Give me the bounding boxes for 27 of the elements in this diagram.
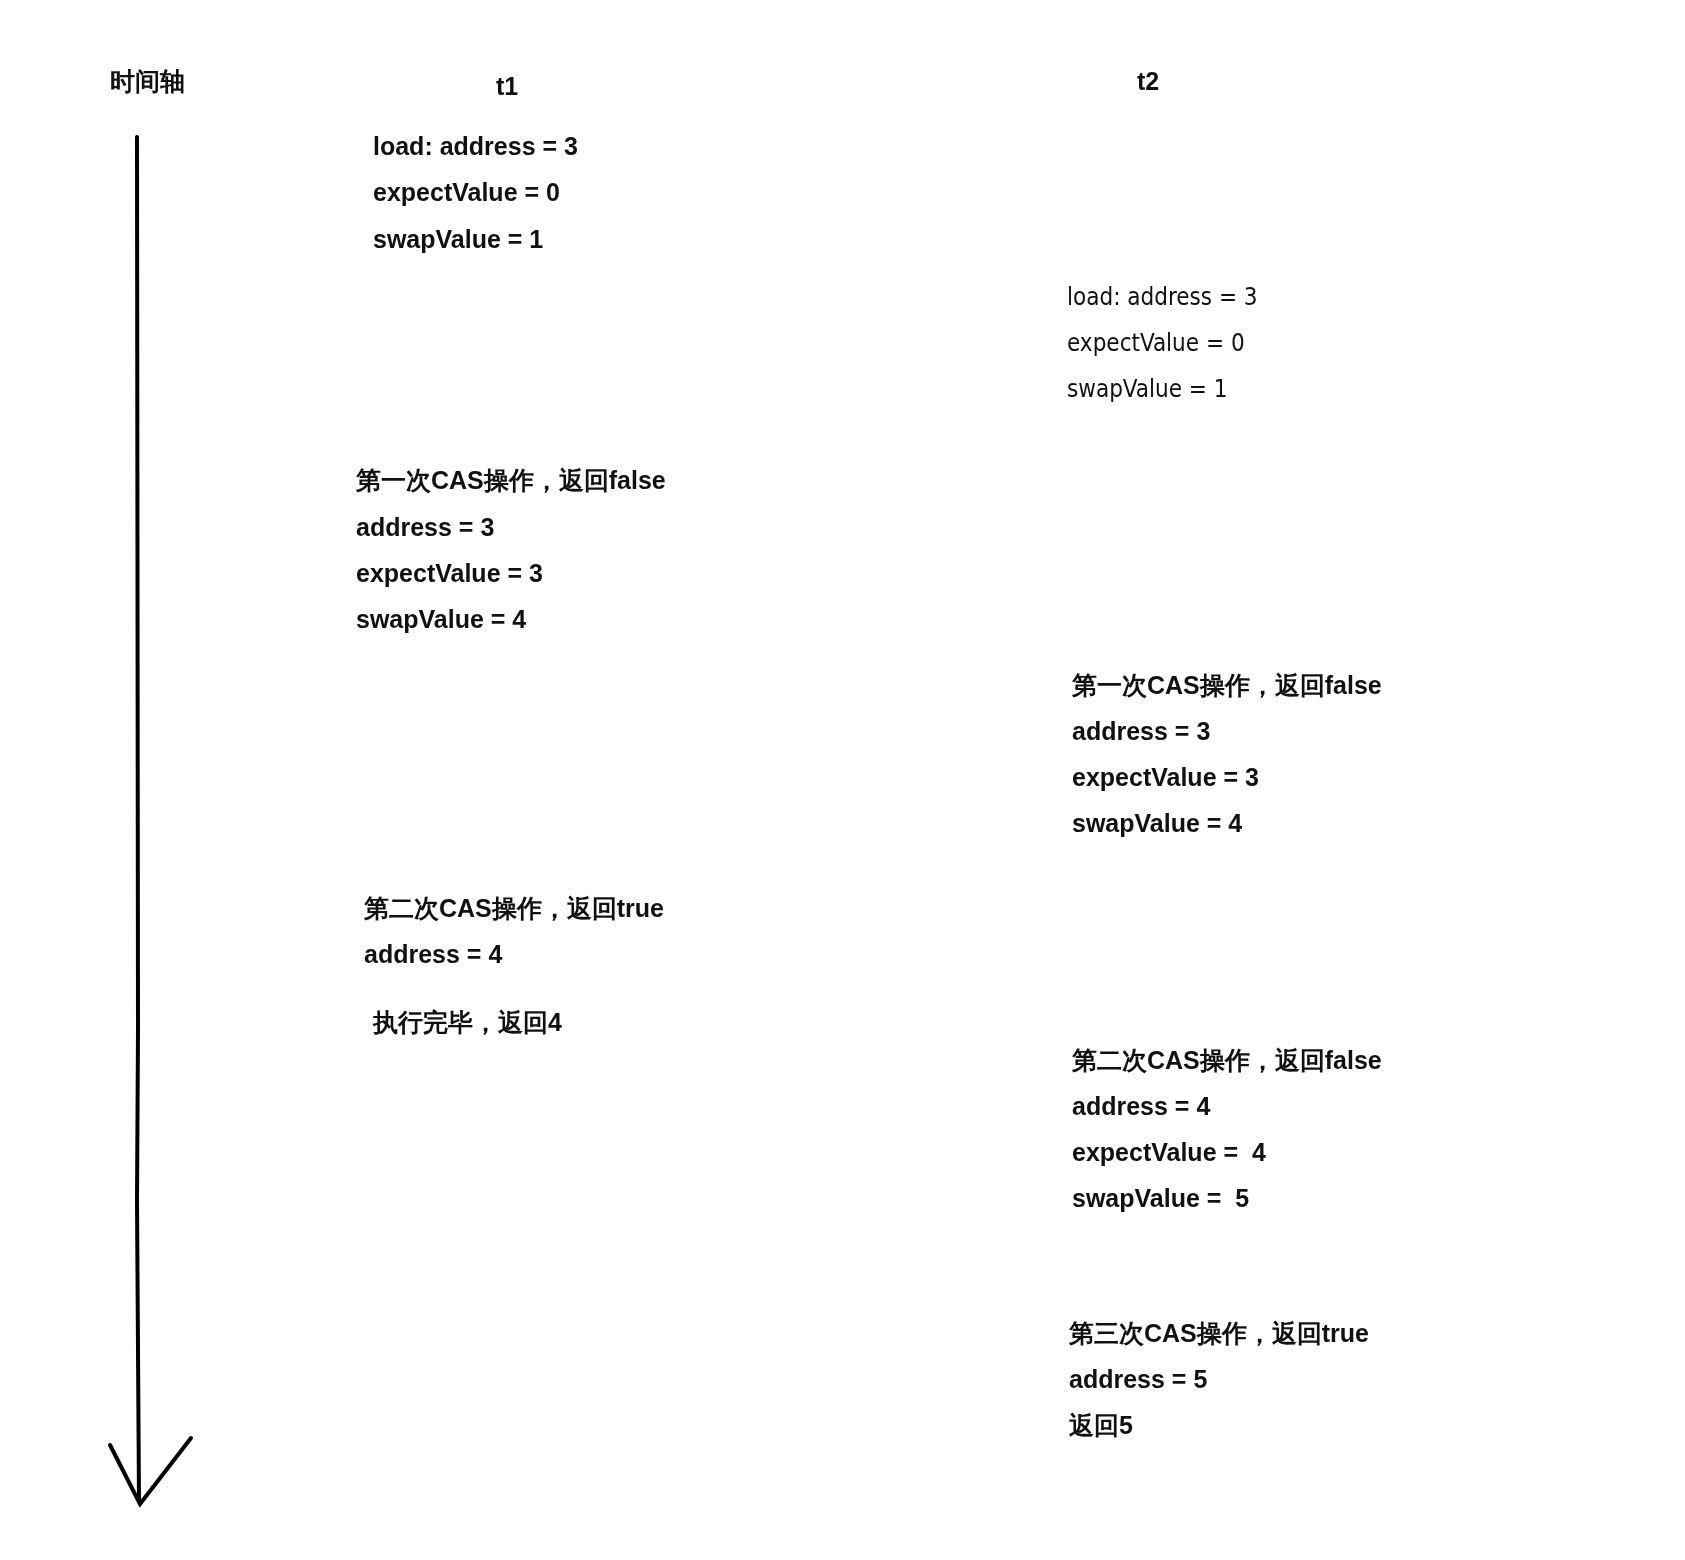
thread-heading: t1 <box>496 71 519 101</box>
step-text: 返回5 <box>1069 1410 1133 1440</box>
step-text: 第一次CAS操作，返回false <box>1072 670 1382 700</box>
step-text: swapValue = 4 <box>1072 808 1243 838</box>
step-text: expectValue = 0 <box>1067 328 1245 358</box>
step-text: load: address = 3 <box>1067 282 1258 312</box>
step-text: swapValue = 1 <box>373 224 544 254</box>
step-text: swapValue = 5 <box>1072 1183 1250 1213</box>
axis-label: 时间轴 <box>110 66 185 96</box>
step-text: address = 3 <box>1072 716 1211 746</box>
step-text: expectValue = 3 <box>1072 762 1259 792</box>
step-text: 第二次CAS操作，返回false <box>1072 1045 1382 1075</box>
step-text: swapValue = 4 <box>356 604 527 634</box>
step-text: 第一次CAS操作，返回false <box>356 465 666 495</box>
step-text: 第三次CAS操作，返回true <box>1069 1318 1369 1348</box>
step-text: address = 3 <box>356 512 495 542</box>
step-text: address = 4 <box>364 939 503 969</box>
step-text: expectValue = 0 <box>373 177 560 207</box>
step-text: address = 4 <box>1072 1091 1211 1121</box>
step-text: load: address = 3 <box>373 131 578 161</box>
step-text: 第二次CAS操作，返回true <box>364 893 664 923</box>
step-text: address = 5 <box>1069 1364 1208 1394</box>
thread-heading: t2 <box>1137 66 1160 96</box>
step-text: expectValue = 4 <box>1072 1137 1266 1167</box>
step-text: swapValue = 1 <box>1067 374 1228 404</box>
step-text: 执行完毕，返回4 <box>373 1007 562 1037</box>
step-text: expectValue = 3 <box>356 558 543 588</box>
